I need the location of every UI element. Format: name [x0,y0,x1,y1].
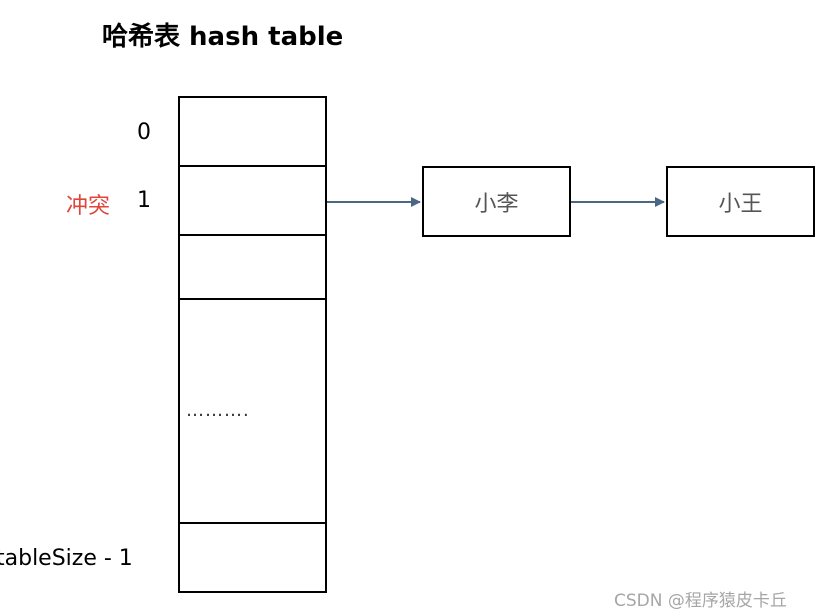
ellipsis-dots: ………. [186,400,250,421]
hash-table-array [178,96,327,593]
slot-divider [178,298,327,300]
slot-divider [178,165,327,167]
chain-node-1: 小李 [422,166,571,237]
chain-node-2: 小王 [666,166,815,237]
slot-divider [178,522,327,524]
slot-divider [178,234,327,236]
diagram-title: 哈希表 hash table [102,22,344,52]
index-0-label: 0 [137,120,151,145]
index-last-label: tableSize - 1 [0,546,133,571]
watermark: CSDN @程序猿皮卡丘 [614,591,787,611]
conflict-label: 冲突 [66,194,111,219]
index-1-label: 1 [137,188,151,213]
